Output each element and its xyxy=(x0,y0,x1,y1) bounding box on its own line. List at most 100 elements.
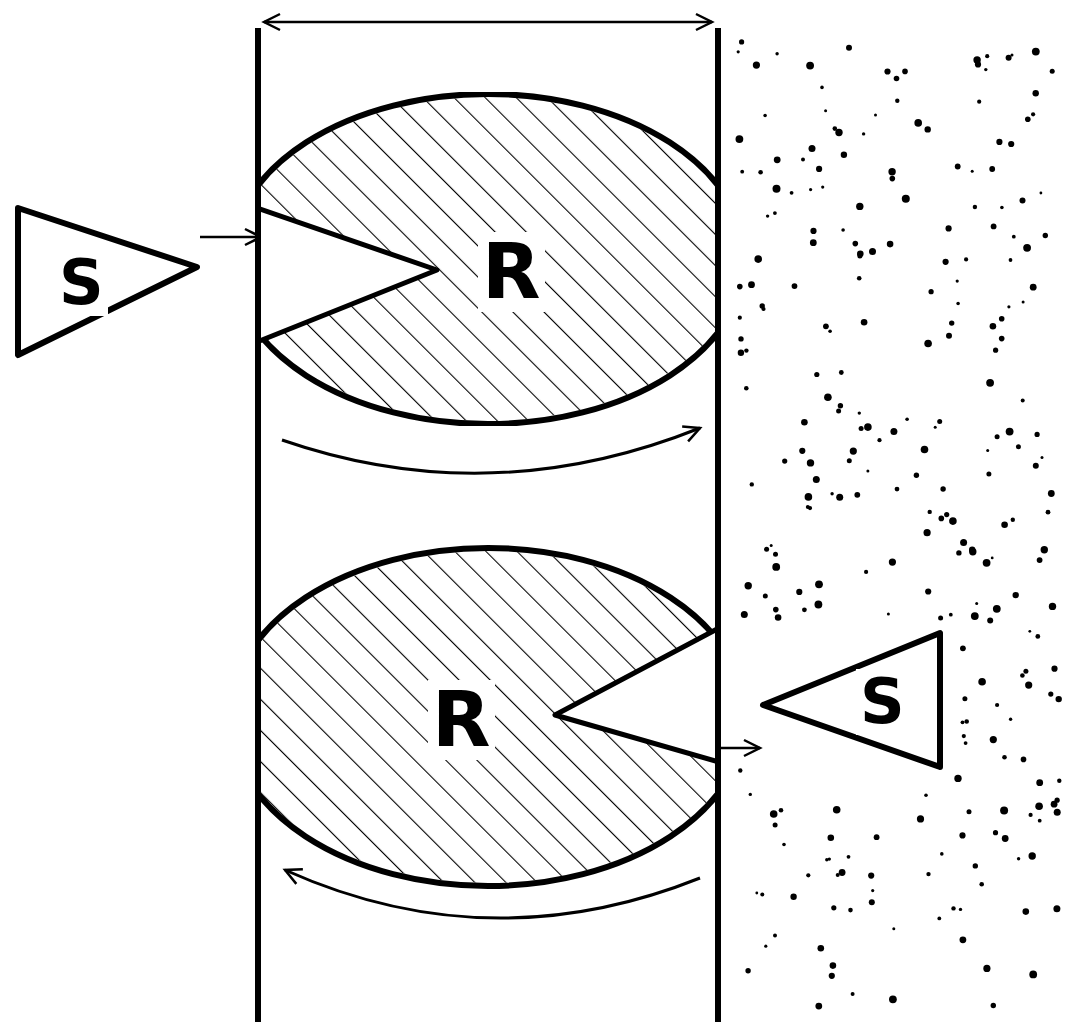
stipple-dot xyxy=(773,607,779,613)
stipple-dot xyxy=(985,54,989,58)
stipple-dot xyxy=(938,616,943,621)
stipple-dot xyxy=(874,113,877,116)
stipple-dot xyxy=(1000,806,1008,814)
stipple-dot xyxy=(745,582,752,589)
stipple-dot xyxy=(810,239,817,246)
stipple-dot xyxy=(894,76,900,82)
stipple-dot xyxy=(877,438,881,442)
stipple-dot xyxy=(924,340,932,348)
stipple-dot xyxy=(818,945,825,952)
stipple-dot xyxy=(1011,54,1014,57)
stipple-dot xyxy=(946,225,952,231)
stipple-dot xyxy=(738,350,744,356)
stipple-dot xyxy=(983,559,991,567)
stipple-dot xyxy=(758,170,763,175)
stipple-dot xyxy=(995,703,999,707)
stipple-dot xyxy=(962,696,967,701)
stipple-dot xyxy=(806,62,814,70)
stipple-dot xyxy=(975,602,978,605)
stipple-dot xyxy=(738,316,742,320)
stipple-dot xyxy=(815,1003,822,1010)
stipple-dot xyxy=(1056,696,1062,702)
stipple-dot xyxy=(989,166,995,172)
stipple-dot xyxy=(889,559,896,566)
stipple-dot xyxy=(814,372,819,377)
stipple-dot xyxy=(934,426,937,429)
carrier-circle: R xyxy=(261,92,715,426)
stipple-dot xyxy=(993,830,998,835)
stipple-dot xyxy=(962,734,966,738)
stipple-dot xyxy=(1017,857,1020,860)
stipple-dot xyxy=(861,319,868,326)
stipple-dot xyxy=(839,869,846,876)
stipple-dot xyxy=(990,323,997,330)
stipple-dot xyxy=(820,86,824,90)
stipple-dot xyxy=(766,214,769,217)
stipple-dot xyxy=(940,486,945,491)
stipple-dot xyxy=(869,899,875,905)
stipple-dot xyxy=(914,119,922,127)
stipple-dot xyxy=(1033,90,1039,96)
stipple-dot xyxy=(838,403,843,408)
stipple-dot xyxy=(1006,428,1014,436)
stipple-dot xyxy=(764,945,767,948)
stipple-dot xyxy=(990,736,997,743)
stipple-dot xyxy=(1050,69,1055,74)
stipple-dot xyxy=(830,962,837,969)
stipple-dot xyxy=(739,39,744,44)
stipple-dot xyxy=(924,529,931,536)
stipple-dot xyxy=(1037,557,1043,563)
stipple-dot xyxy=(836,494,843,501)
stipple-dot xyxy=(925,588,931,594)
stipple-dot xyxy=(806,873,810,877)
stipple-dot xyxy=(737,50,740,53)
stipple-dot xyxy=(816,166,822,172)
stipple-dot xyxy=(864,570,868,574)
stipple-dot xyxy=(869,248,876,255)
stipple-dot xyxy=(744,386,749,391)
stipple-dot xyxy=(1002,835,1009,842)
stipple-dot xyxy=(956,302,960,306)
stipple-dot xyxy=(895,487,900,492)
stipple-dot xyxy=(801,158,805,162)
stipple-dot xyxy=(995,434,1000,439)
stipple-dot xyxy=(764,547,769,552)
stipple-dot xyxy=(1049,603,1056,610)
stipple-dot xyxy=(973,56,980,63)
stipple-dot xyxy=(1048,692,1053,697)
stipple-dot xyxy=(821,186,824,189)
stipple-dot xyxy=(792,283,798,289)
stipple-dot xyxy=(986,379,994,387)
stipple-dot xyxy=(808,506,812,510)
stipple-dot xyxy=(973,205,977,209)
stipple-dot xyxy=(856,203,863,210)
stipple-dot xyxy=(871,889,874,892)
stipple-dot xyxy=(1023,244,1031,252)
stipple-dot xyxy=(939,516,945,522)
stipple-dot xyxy=(773,185,781,193)
stipple-dot xyxy=(1016,444,1021,449)
stipple-dot xyxy=(857,276,862,281)
stipple-dot xyxy=(859,426,864,431)
node-label: R xyxy=(428,680,495,760)
stipple-dot xyxy=(801,419,808,426)
stipple-dot xyxy=(940,852,944,856)
transport-arrow xyxy=(200,236,261,239)
stipple-dot xyxy=(1001,521,1008,528)
stipple-dot xyxy=(841,152,847,158)
stipple-dot xyxy=(926,872,930,876)
stipple-dot xyxy=(1009,718,1012,721)
stipple-dot xyxy=(1021,757,1027,763)
stipple-dot xyxy=(914,473,919,478)
stipple-dot xyxy=(925,126,931,132)
stipple-dot xyxy=(1023,669,1028,674)
stipple-dot xyxy=(1025,682,1032,689)
stipple-dot xyxy=(895,99,899,103)
stipple-dot xyxy=(770,544,773,547)
stipple-dot xyxy=(993,605,1001,613)
stipple-dot xyxy=(1011,518,1015,522)
stipple-dot xyxy=(1023,908,1030,915)
stipple-dot xyxy=(1046,510,1051,515)
stipple-dot xyxy=(839,370,844,375)
stipple-dot xyxy=(986,471,991,476)
